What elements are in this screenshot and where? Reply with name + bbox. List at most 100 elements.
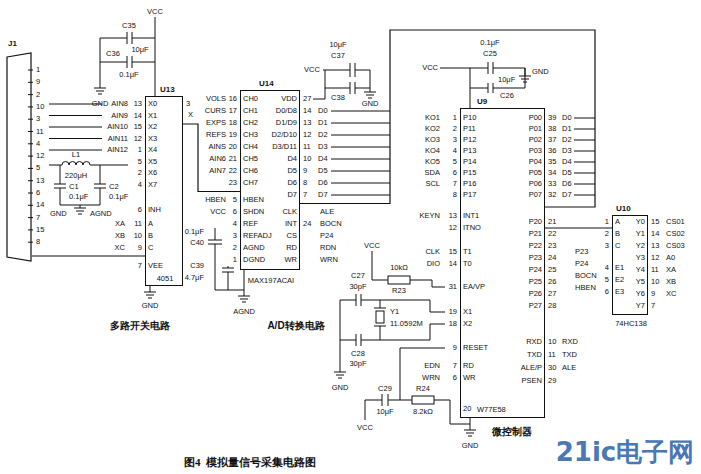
pin-label: 27 — [303, 95, 311, 103]
pin-label: 14 — [134, 112, 142, 120]
pin-label: C2 — [109, 183, 119, 191]
pin-label: TXD — [527, 351, 542, 359]
connector-shell: J1 — [6, 52, 32, 262]
pin-label: ALE/P — [521, 364, 542, 372]
pin-label: KEYN — [420, 212, 440, 220]
pin-label: 11 — [36, 128, 44, 136]
pin-label: X0 — [148, 100, 157, 108]
pullup-wire — [372, 251, 445, 287]
pin-label: X2 — [463, 320, 472, 328]
pin-label: P24 — [575, 260, 588, 268]
pin-label: KO1 — [425, 114, 440, 122]
pin-label: P22 — [529, 242, 542, 250]
pin-label: AIN8 — [111, 100, 128, 108]
pin-label: E1 — [615, 264, 624, 272]
pin-label: Y4 — [636, 266, 645, 274]
pin-label: 7 — [36, 214, 40, 222]
pin-label: X1 — [463, 308, 472, 316]
pin-label: 14 — [36, 202, 44, 210]
pin-label: 14 — [449, 260, 457, 268]
circuit-title: 多路开关电路 — [110, 321, 170, 331]
pin-label: GND — [92, 100, 109, 108]
pin-label: P03 — [529, 147, 542, 155]
pin-label: 15 — [449, 248, 457, 256]
pin-label: 10μF — [498, 76, 515, 84]
ground-symbol — [144, 286, 156, 298]
signal-wire — [183, 124, 240, 192]
pin-label: 7 — [651, 302, 655, 310]
pin-label: D4 — [562, 158, 572, 166]
pin-label: Y5 — [636, 278, 645, 286]
pin-label: 19 — [449, 308, 457, 316]
pin-label: C37 — [331, 52, 345, 60]
pin-label: 5 — [36, 165, 40, 173]
pin-label: D3 — [562, 147, 572, 155]
pin-label: CH4 — [243, 143, 258, 151]
pin-label: INH — [148, 206, 161, 214]
pin-label: 25 — [548, 266, 556, 274]
pin-label: X4 — [148, 146, 157, 154]
pin-label: 10 — [36, 103, 44, 111]
pin-label: VCC — [304, 66, 320, 74]
mcu-supply — [440, 62, 531, 108]
pin-label: CH2 — [243, 119, 258, 127]
pin-label: P20 — [529, 218, 542, 226]
pin-label: GND — [332, 384, 349, 392]
pin-label: 11 — [303, 143, 311, 151]
pin-label: WRN — [422, 374, 440, 382]
pin-label: 10μF — [131, 46, 148, 54]
pin-label: 2 — [453, 125, 457, 133]
pin-label: GND — [462, 442, 479, 450]
pin-label: CH1 — [243, 107, 258, 115]
pin-label: 2 — [36, 91, 40, 99]
pin-label: 10 — [548, 338, 556, 346]
pin-label: AGND — [233, 308, 255, 316]
pin-label: P00 — [529, 114, 542, 122]
pin-label: P04 — [529, 158, 542, 166]
pin-label: P01 — [529, 125, 542, 133]
pin-label: INT1 — [463, 212, 479, 220]
pin-label: 12 — [449, 224, 457, 232]
pin-label: EDN — [424, 362, 440, 370]
pin-label: P24 — [320, 232, 333, 240]
pin-label: 1 — [138, 146, 142, 154]
pin-label: 15 — [134, 123, 142, 131]
pin-label: 6 — [453, 169, 457, 177]
pin-label: Y2 — [636, 242, 645, 250]
filter-capacitors — [54, 165, 106, 214]
pin-label: 13 — [651, 242, 659, 250]
pin-label: REFS — [206, 131, 226, 139]
pin-label: BOCN — [320, 220, 342, 228]
pin-label: 2 — [138, 169, 142, 177]
pin-label: VDD — [281, 95, 297, 103]
pin-label: RDN — [320, 244, 336, 252]
pin-label: D0 — [562, 114, 572, 122]
pin-label: SCL — [425, 180, 440, 188]
pin-label: P13 — [463, 147, 476, 155]
pin-label: EA/VP — [463, 283, 485, 291]
pin-label: 19 — [229, 131, 237, 139]
pin-label: 12 — [651, 254, 659, 262]
pin-label: KO4 — [425, 147, 440, 155]
pin-label: Y6 — [636, 290, 645, 298]
pin-label: 22 — [229, 167, 237, 175]
pin-label: XC — [666, 290, 676, 298]
pin-label: P05 — [529, 169, 542, 177]
pin-label: 13 — [303, 119, 311, 127]
pin-label: 4 — [138, 181, 142, 189]
pin-label: RXD — [526, 338, 542, 346]
pin-label: 13 — [449, 212, 457, 220]
part-number: 74HC138 — [615, 320, 647, 328]
pin-label: 18 — [229, 119, 237, 127]
pin-label: D0/D8 — [276, 107, 297, 115]
pin-label: 16 — [229, 95, 237, 103]
pin-label: E2 — [615, 276, 624, 284]
resistor-symbol — [412, 396, 434, 404]
pin-label: C29 — [378, 385, 392, 393]
pin-label: 1 — [605, 218, 609, 226]
pin-label: GND — [50, 210, 67, 218]
pin-label: XC — [115, 244, 125, 252]
